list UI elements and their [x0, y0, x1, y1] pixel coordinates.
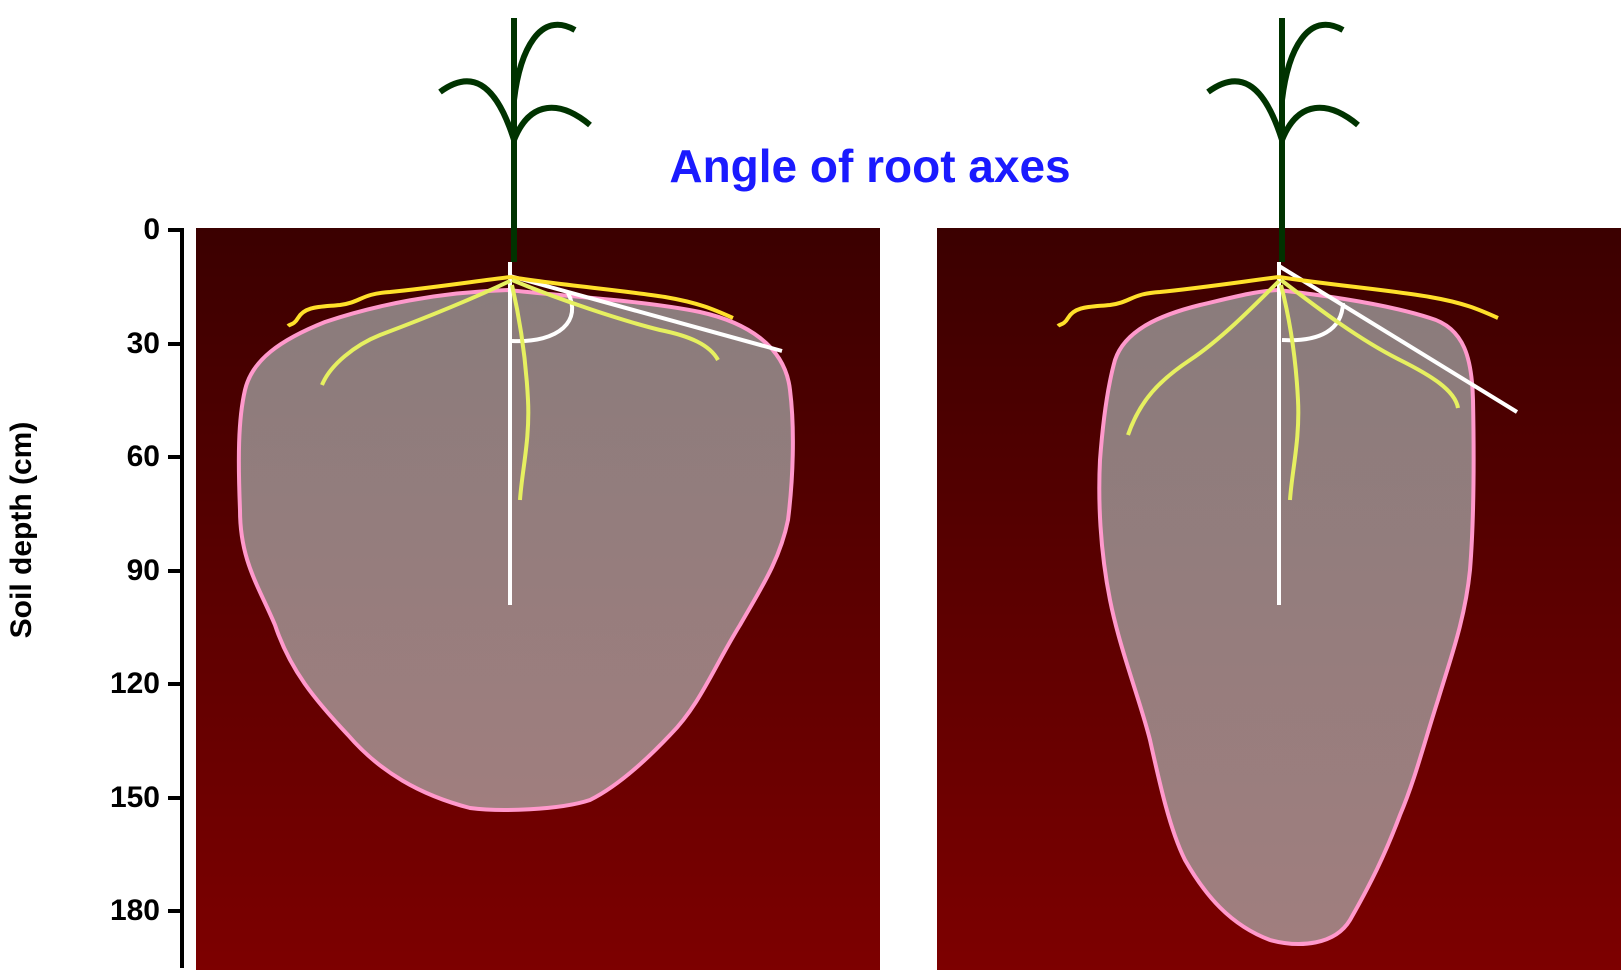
y-axis: [168, 228, 184, 968]
y-tick-label: 90: [90, 554, 160, 588]
y-tick-label: 120: [90, 667, 160, 701]
y-tick-label: 150: [90, 781, 160, 815]
y-tick-label: 30: [90, 327, 160, 361]
y-axis-label: Soil depth (cm): [5, 422, 39, 639]
y-tick-label: 0: [90, 213, 160, 247]
y-tick-label: 180: [90, 894, 160, 928]
diagram-title: Angle of root axes: [560, 138, 1180, 194]
plant-shoot-right: [1208, 18, 1358, 262]
y-tick-label: 60: [90, 440, 160, 474]
